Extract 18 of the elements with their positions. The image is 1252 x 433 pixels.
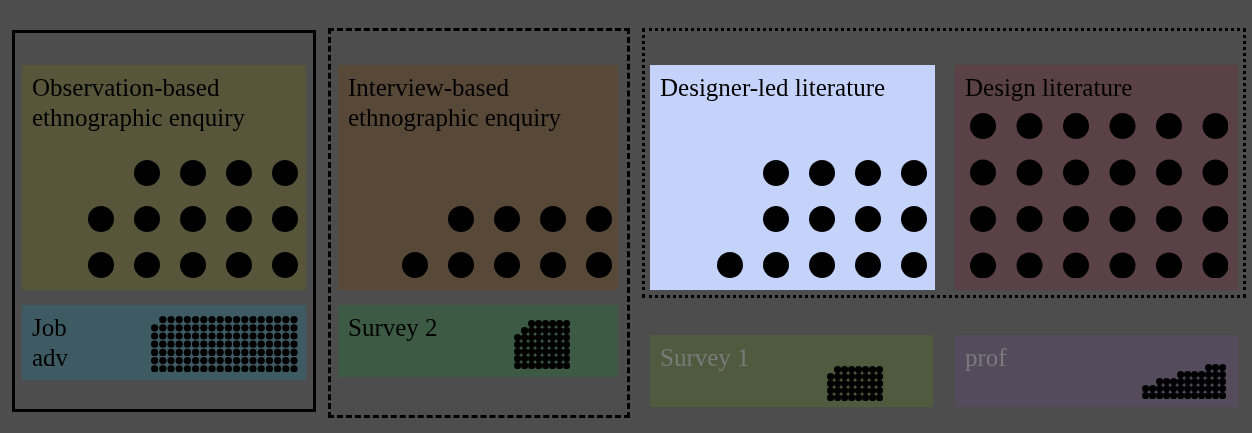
category-panel — [338, 65, 618, 290]
panel-title: Design literature — [965, 73, 1133, 103]
panel-title: Job adv — [32, 313, 70, 373]
panel-title: Survey 2 — [348, 313, 438, 343]
panel-title: Survey 1 — [660, 343, 750, 373]
category-panel — [955, 335, 1238, 407]
panel-title: Designer-led literature — [660, 73, 886, 103]
category-panel — [650, 335, 933, 407]
solid-frame — [12, 30, 316, 412]
category-panel — [338, 305, 618, 377]
dotted-frame — [642, 28, 1246, 298]
category-panel — [955, 65, 1238, 290]
panel-title: Observation-based ethnographic enquiry — [32, 73, 247, 133]
category-panel — [22, 305, 306, 380]
panel-title: Interview-based ethnographic enquiry — [348, 73, 563, 133]
dashed-frame — [328, 28, 630, 418]
category-panel — [650, 65, 935, 290]
category-panel — [22, 65, 306, 290]
